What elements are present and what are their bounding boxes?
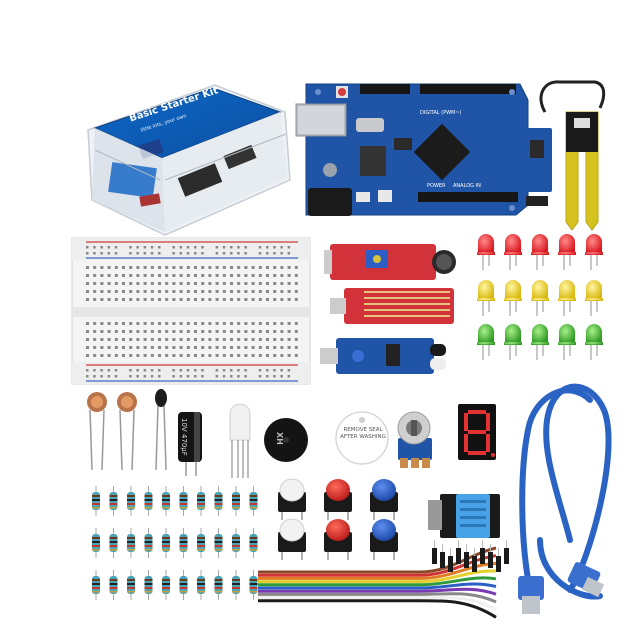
resistor — [92, 486, 100, 516]
red-led — [504, 234, 522, 270]
resistor — [179, 528, 188, 558]
thermistor — [155, 389, 167, 471]
resistor — [232, 570, 240, 600]
resistor — [232, 486, 240, 516]
yellow-led — [504, 280, 522, 316]
electrolytic-capacitor — [178, 412, 202, 476]
green-led — [504, 324, 522, 360]
jumper-wire — [258, 592, 497, 604]
resistor — [214, 486, 223, 516]
resistor — [144, 528, 153, 558]
white-button — [278, 518, 306, 560]
resistor — [144, 570, 153, 600]
potentiometer — [397, 411, 432, 468]
photoresistor-left — [87, 392, 107, 471]
analog-header — [418, 192, 518, 202]
resistor — [197, 486, 205, 516]
jumper-wire — [258, 546, 497, 574]
resistor — [109, 528, 118, 558]
jumper-wire — [258, 569, 497, 584]
blue-button — [370, 479, 398, 520]
jumper-wire — [258, 561, 497, 580]
resistor — [197, 528, 205, 558]
push-buttons — [278, 478, 398, 560]
jumper-wire-ribbon — [258, 540, 509, 619]
resistor — [214, 528, 223, 558]
rgb-led — [229, 403, 251, 478]
resistor — [127, 486, 135, 516]
kit-box — [87, 84, 291, 236]
usb-cable — [519, 383, 612, 600]
sound-sensor-module — [324, 244, 456, 280]
power-jack — [308, 188, 352, 216]
resistor — [232, 528, 240, 558]
resistor — [249, 570, 258, 600]
resistor — [214, 570, 223, 600]
jumper-pin — [496, 548, 501, 572]
active-buzzer-sticker — [335, 411, 389, 465]
jumper-wire — [258, 596, 497, 611]
resistor-grid — [92, 486, 258, 600]
resistor — [249, 486, 258, 516]
yellow-led — [477, 280, 495, 316]
resistor — [162, 486, 170, 516]
infrared-obstacle-module — [320, 338, 446, 374]
resistor — [162, 570, 170, 600]
resistor — [179, 570, 188, 600]
jumper-wire — [258, 576, 497, 587]
resistor — [249, 528, 258, 558]
red-led — [585, 234, 603, 270]
jumper-wire — [258, 554, 497, 577]
green-led — [477, 324, 495, 360]
jumper-pin — [472, 548, 477, 572]
jumper-pin — [488, 544, 493, 568]
led-grid — [477, 234, 603, 360]
green-led — [531, 324, 549, 360]
red-button — [324, 519, 352, 560]
resistor — [109, 486, 118, 516]
jumper-pin — [464, 544, 469, 568]
jumper-pin — [448, 548, 453, 572]
breadboard — [71, 237, 311, 385]
resistor — [197, 570, 205, 600]
resistor — [92, 528, 100, 558]
jumper-wire — [258, 582, 497, 590]
yellow-led — [531, 280, 549, 316]
red-led — [531, 234, 549, 270]
jumper-pin — [480, 540, 485, 564]
photoresistor-right — [117, 392, 137, 471]
blue-button — [370, 519, 398, 560]
resistor — [127, 528, 135, 558]
resistor — [109, 570, 118, 600]
green-led — [558, 324, 576, 360]
jumper-wire — [258, 587, 497, 596]
usb-cable-plugs — [518, 562, 605, 614]
seven-segment-display — [458, 404, 496, 460]
white-button — [278, 478, 306, 520]
resistor — [144, 486, 153, 516]
jumper-wire — [258, 599, 497, 619]
jumper-pin — [456, 540, 461, 564]
red-led — [558, 234, 576, 270]
resistor — [162, 528, 170, 558]
soil-moisture-sensor — [522, 80, 606, 231]
yellow-led — [585, 280, 603, 316]
yellow-led — [558, 280, 576, 316]
green-led — [585, 324, 603, 360]
passive-buzzer — [264, 418, 308, 462]
red-button — [324, 479, 352, 520]
temperature-humidity-module — [428, 494, 500, 538]
water-level-sensor — [330, 288, 454, 324]
red-led — [477, 234, 495, 270]
jumper-pin — [504, 540, 509, 564]
jumper-pin — [440, 544, 445, 568]
resistor — [92, 570, 100, 600]
resistor — [127, 570, 135, 600]
microcontroller-board — [295, 83, 529, 216]
digital-header — [420, 84, 516, 94]
jumper-pin — [432, 540, 437, 564]
resistor — [179, 486, 188, 516]
